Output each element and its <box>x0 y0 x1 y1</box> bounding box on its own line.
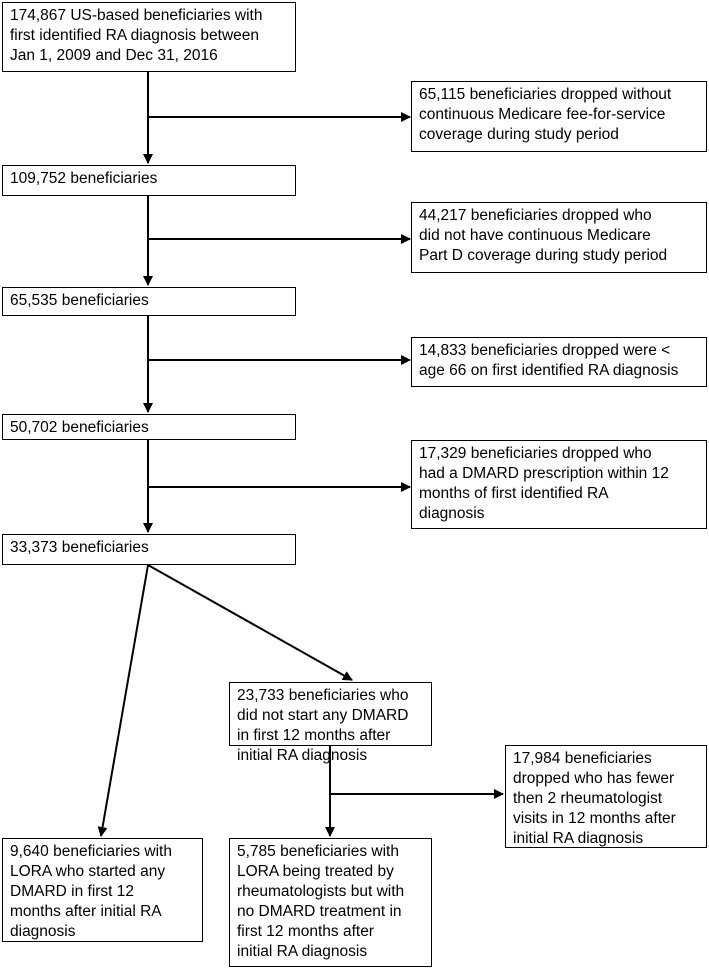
box-lora-started-dmard: 9,640 beneficiaries with LORA who starte… <box>2 838 203 942</box>
box-initial-cohort: 174,867 US-based beneficiaries with firs… <box>2 2 296 72</box>
box-excluded-no-ffs-coverage: 65,115 beneficiaries dropped without con… <box>411 81 707 152</box>
box-excluded-few-rheum-visits: 17,984 beneficiaries dropped who has few… <box>505 745 707 848</box>
box-excluded-age: 14,833 beneficiaries dropped were < age … <box>411 337 707 387</box>
box-step-33373: 33,373 beneficiaries <box>2 534 296 565</box>
box-excluded-prior-dmard: 17,329 beneficiaries dropped who had a D… <box>411 440 707 529</box>
box-step-65535: 65,535 beneficiaries <box>2 287 296 316</box>
box-no-dmard-started: 23,733 beneficiaries who did not start a… <box>229 682 432 764</box>
box-lora-treated-no-dmard: 5,785 beneficiaries with LORA being trea… <box>229 838 432 967</box>
box-excluded-no-partd-coverage: 44,217 beneficiaries dropped who did not… <box>411 202 707 273</box>
box-step-50702: 50,702 beneficiaries <box>2 414 296 440</box>
arrow-step4-to-started-dmard <box>97 564 149 837</box>
box-step-109752: 109,752 beneficiaries <box>2 165 296 196</box>
arrow-step4-to-no-dmard <box>147 564 353 681</box>
